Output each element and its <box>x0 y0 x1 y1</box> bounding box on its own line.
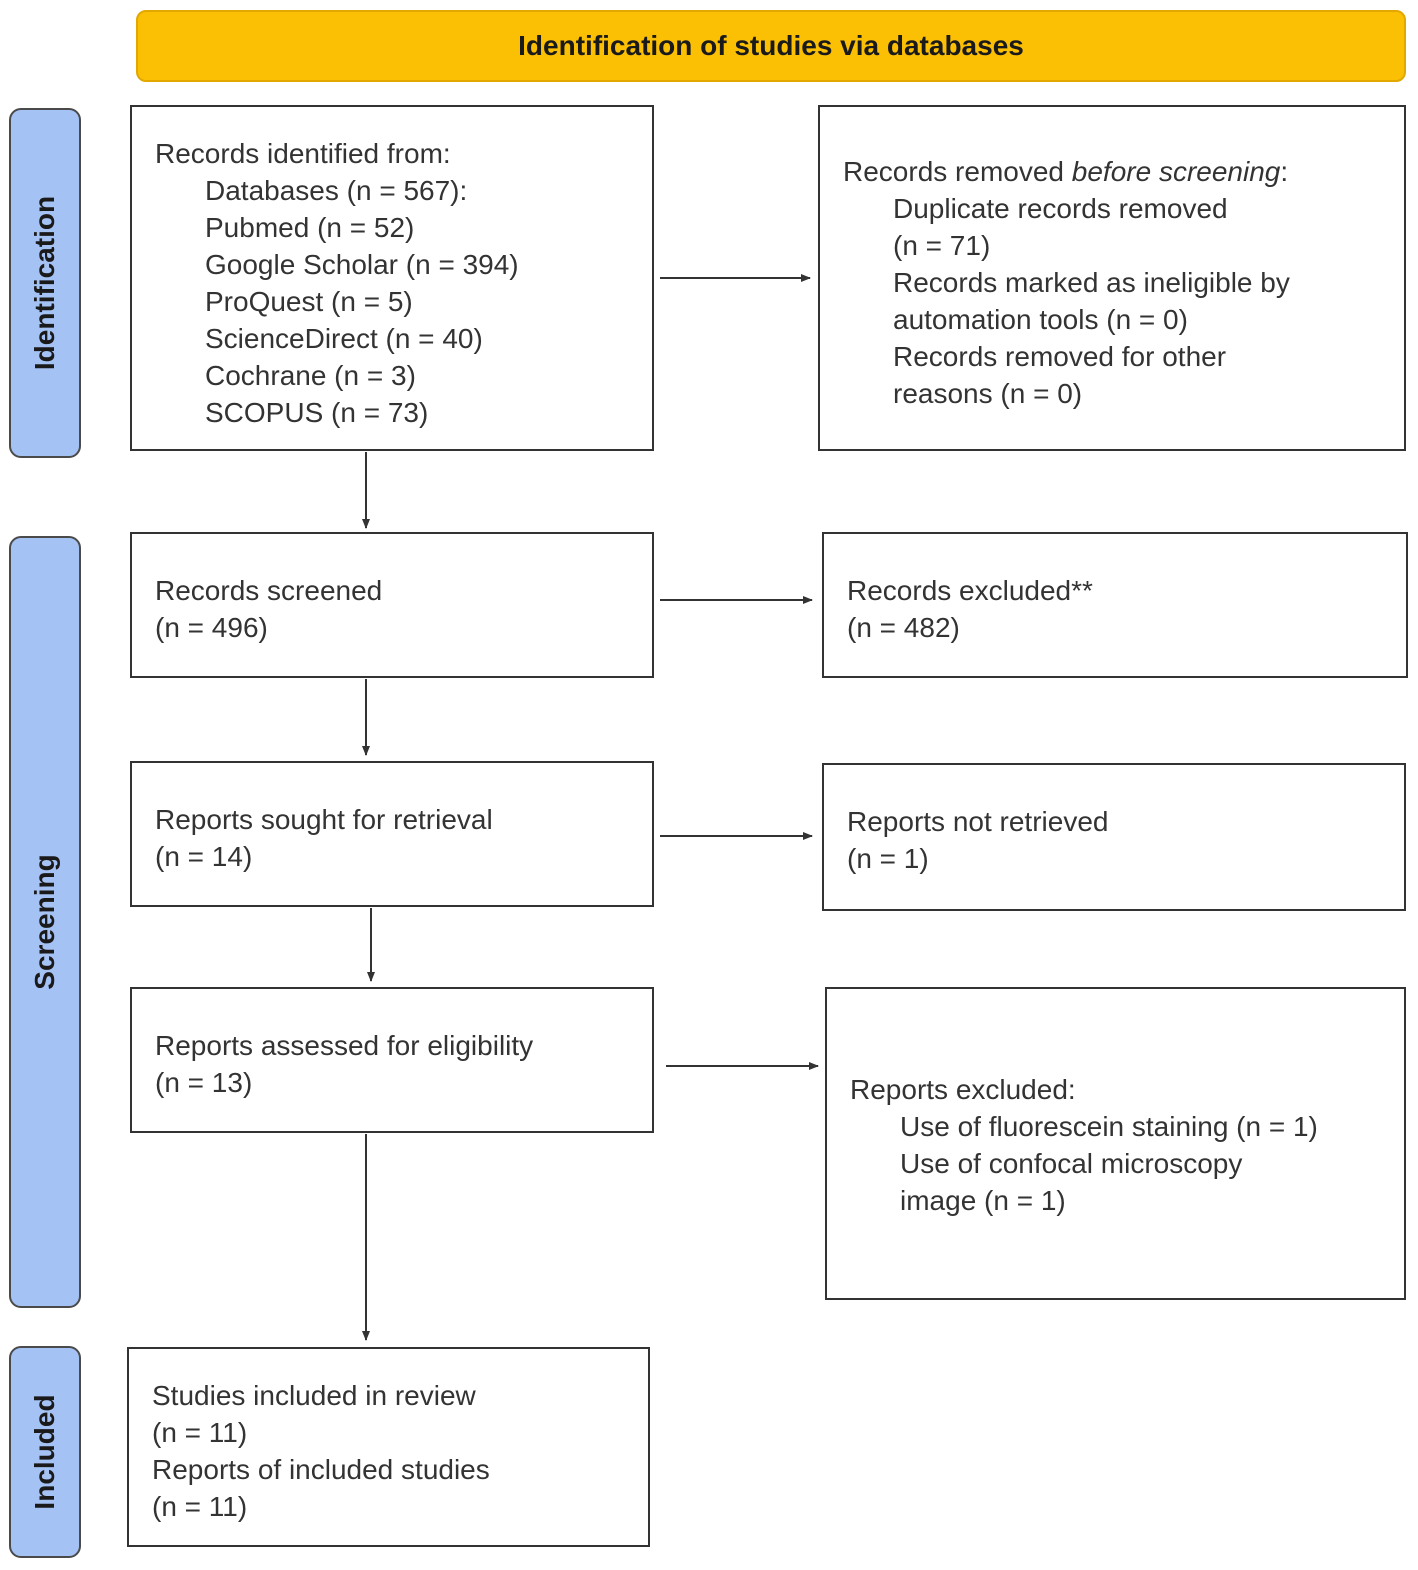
phase-screening: Screening <box>9 536 81 1308</box>
reports-assessed-box: Reports assessed for eligibility (n = 13… <box>130 987 654 1133</box>
records-excluded-title: Records excluded** <box>847 575 1093 606</box>
removed-other-reasons: Records removed for other <box>893 341 1227 372</box>
reports-assessed-title: Reports assessed for eligibility <box>155 1030 534 1061</box>
reports-included-title: Reports of included studies <box>152 1454 490 1485</box>
header-banner: Identification of studies via databases <box>136 10 1406 82</box>
duplicates-removed: Duplicate records removed <box>893 193 1228 224</box>
records-screened-title: Records screened <box>155 575 383 606</box>
database-pubmed: Pubmed (n = 52) <box>205 212 415 243</box>
reports-assessed-count: (n = 13) <box>155 1067 253 1098</box>
records-excluded-count: (n = 482) <box>847 612 960 643</box>
database-proquest: ProQuest (n = 5) <box>205 286 413 317</box>
reports-included-count: (n = 11) <box>152 1491 248 1522</box>
excluded-fluorescein: Use of fluorescein staining (n = 1) <box>900 1111 1318 1142</box>
excluded-confocal: Use of confocal microscopy <box>900 1148 1243 1179</box>
excluded-confocal-count: image (n = 1) <box>900 1185 1066 1216</box>
removed-other-reasons-count: reasons (n = 0) <box>893 378 1083 409</box>
database-cochrane: Cochrane (n = 3) <box>205 360 416 391</box>
records-screened-count: (n = 496) <box>155 612 268 643</box>
records-removed-box: Records removed before screening: Duplic… <box>818 105 1406 451</box>
ineligible-by-automation: Records marked as ineligible by <box>893 267 1290 298</box>
reports-sought-box: Reports sought for retrieval (n = 14) <box>130 761 654 907</box>
database-scopus: SCOPUS (n = 73) <box>205 397 429 428</box>
reports-sought-count: (n = 14) <box>155 841 253 872</box>
records-identified-box: Records identified from: Databases (n = … <box>130 105 654 451</box>
reports-excluded-box: Reports excluded: Use of fluorescein sta… <box>825 987 1406 1300</box>
records-removed-title: Records removed before screening: <box>843 156 1289 187</box>
reports-sought-title: Reports sought for retrieval <box>155 804 493 835</box>
studies-included-box: Studies included in review (n = 11) Repo… <box>127 1347 650 1547</box>
duplicates-removed-count: (n = 71) <box>893 230 991 261</box>
databases-total: Databases (n = 567): <box>205 175 468 206</box>
database-google-scholar: Google Scholar (n = 394) <box>205 249 519 280</box>
header-title: Identification of studies via databases <box>518 30 1024 61</box>
reports-excluded-title: Reports excluded: <box>850 1074 1076 1105</box>
reports-not-retrieved-box: Reports not retrieved (n = 1) <box>822 763 1406 911</box>
studies-included-title: Studies included in review <box>152 1380 476 1411</box>
ineligible-by-automation-count: automation tools (n = 0) <box>893 304 1188 335</box>
records-excluded-box: Records excluded** (n = 482) <box>822 532 1408 678</box>
studies-included-count: (n = 11) <box>152 1417 248 1448</box>
database-sciencedirect: ScienceDirect (n = 40) <box>205 323 483 354</box>
records-screened-box: Records screened (n = 496) <box>130 532 654 678</box>
reports-not-retrieved-count: (n = 1) <box>847 843 929 874</box>
phase-included: Included <box>9 1346 81 1558</box>
reports-not-retrieved-title: Reports not retrieved <box>847 806 1109 837</box>
records-identified-title: Records identified from: <box>155 138 451 169</box>
phase-identification: Identification <box>9 108 81 458</box>
